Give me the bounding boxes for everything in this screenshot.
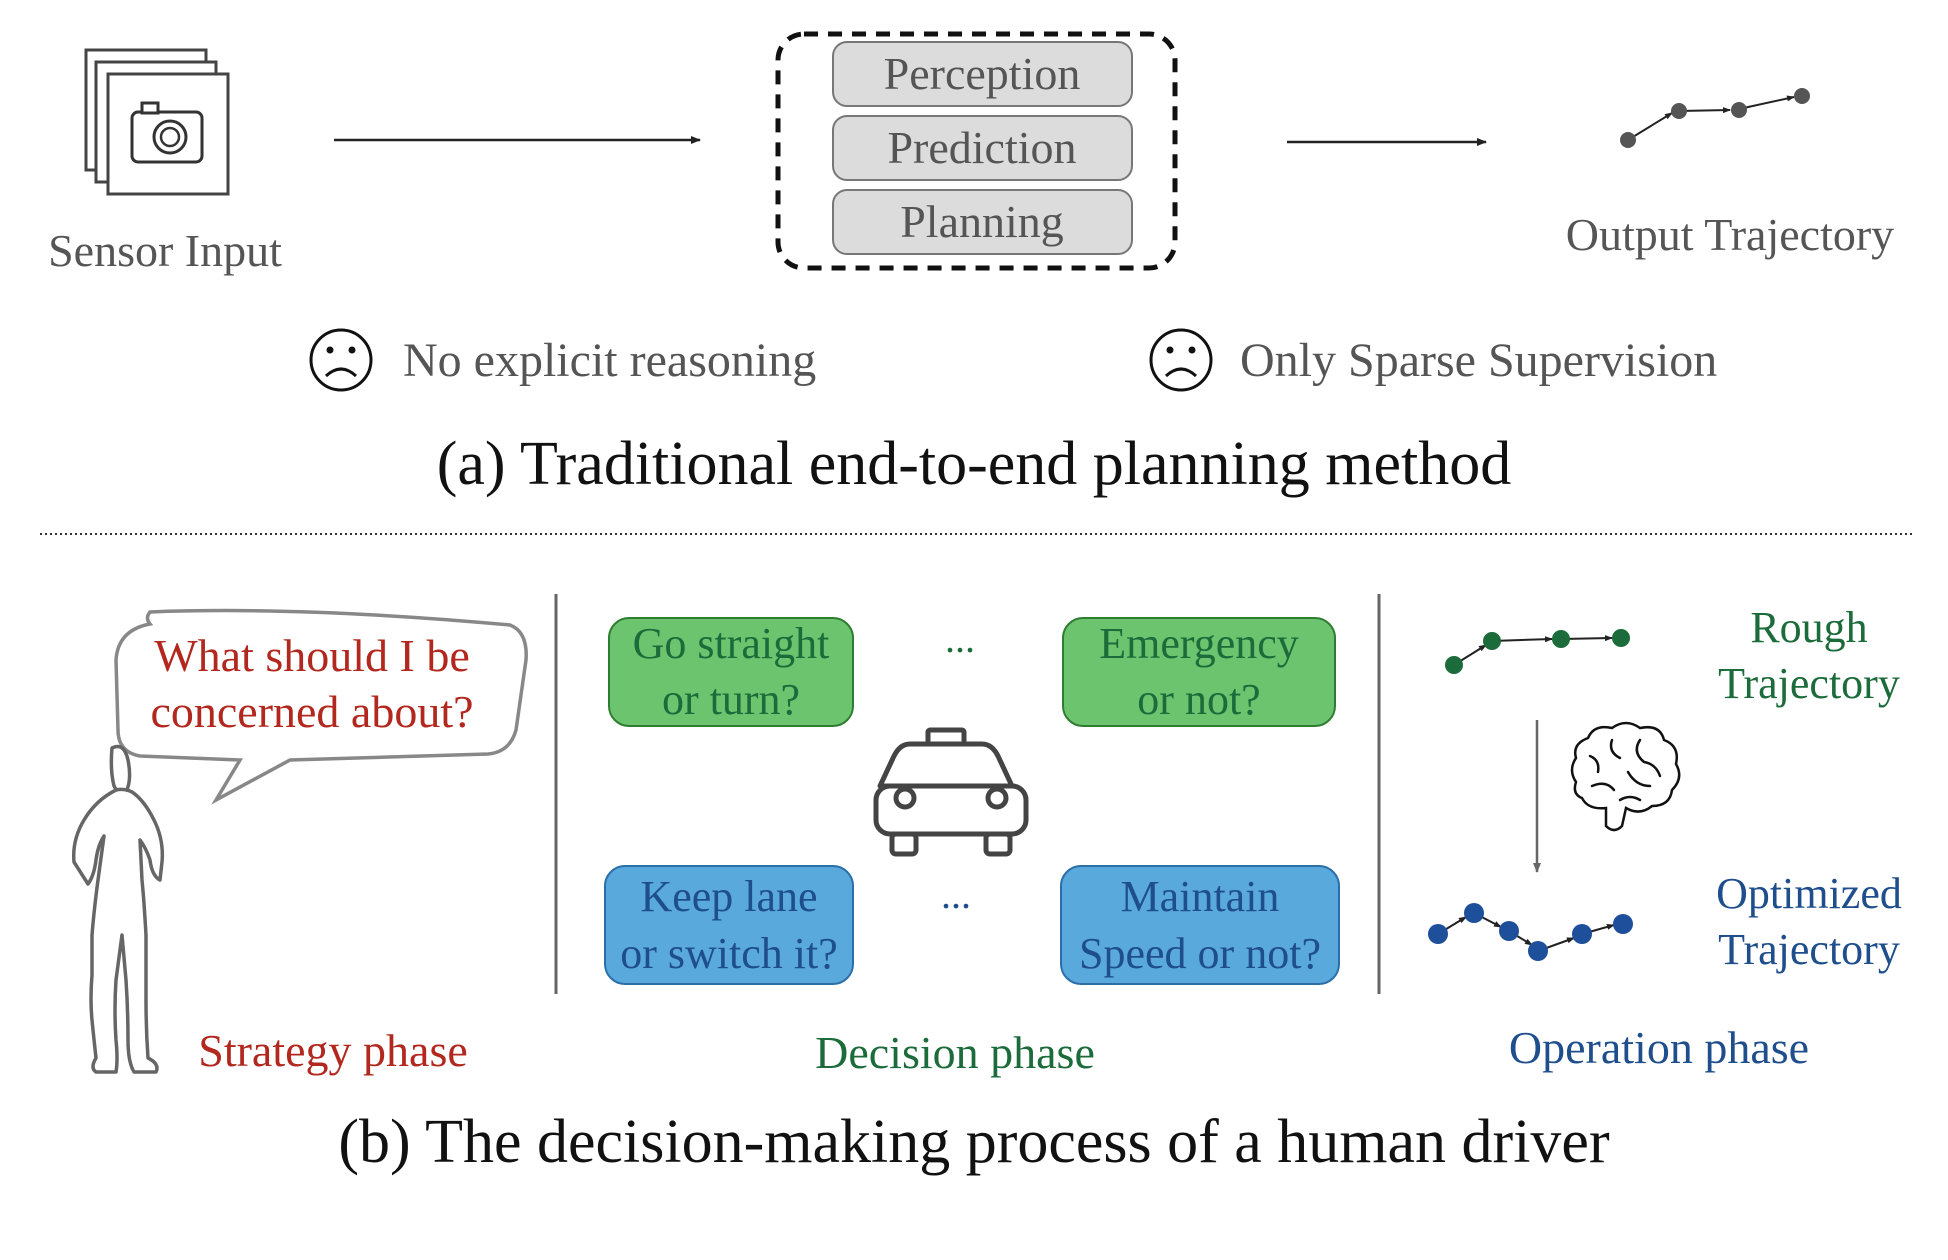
planning-label: Planning xyxy=(900,196,1064,247)
sad-face-icon xyxy=(1149,328,1213,392)
perception-module xyxy=(832,41,1133,107)
sensor-input-label: Sensor Input xyxy=(48,225,282,276)
decision-box-maintain-speed: Maintain Speed or not? xyxy=(1060,865,1340,985)
speech-line-2: concerned about? xyxy=(150,686,473,737)
decision-text-line: Emergency xyxy=(1099,619,1299,668)
operation-phase-label: Operation phase xyxy=(1509,1022,1809,1073)
decision-text-line: or turn? xyxy=(662,675,800,724)
decision-text-line: or switch it? xyxy=(620,929,838,978)
sad-face-icon xyxy=(309,328,373,392)
taxi-icon xyxy=(873,727,1029,857)
optimized-label-2: Trajectory xyxy=(1718,925,1900,974)
perception-label: Perception xyxy=(884,48,1081,99)
optimized-label-1: Optimized xyxy=(1716,869,1902,918)
decision-text-line: Speed or not? xyxy=(1079,929,1321,978)
rough-label-2: Trajectory xyxy=(1718,659,1900,708)
optimized-trajectory-icon xyxy=(1428,903,1633,961)
caption-b: (b) The decision-making process of a hum… xyxy=(338,1108,1610,1176)
output-trajectory-label: Output Trajectory xyxy=(1566,209,1894,260)
decision-text-line: or not? xyxy=(1137,675,1260,724)
ellipsis-blue: ... xyxy=(941,872,971,917)
trajectory-icon xyxy=(1620,88,1810,148)
decision-box-keep-lane: Keep lane or switch it? xyxy=(604,865,854,985)
caption-a: (a) Traditional end-to-end planning meth… xyxy=(437,430,1511,498)
issue-sparse-supervision: Only Sparse Supervision xyxy=(1240,334,1717,387)
brain-icon xyxy=(1570,721,1681,832)
rough-label-1: Rough xyxy=(1750,603,1867,652)
decision-text-line: Maintain xyxy=(1121,872,1280,921)
rough-trajectory-icon xyxy=(1445,629,1630,674)
issue-no-reasoning: No explicit reasoning xyxy=(403,334,816,387)
prediction-module xyxy=(832,115,1133,181)
ellipsis-green: ... xyxy=(945,616,975,661)
decision-text-line: Keep lane xyxy=(640,872,817,921)
decision-phase-label: Decision phase xyxy=(815,1027,1095,1078)
prediction-label: Prediction xyxy=(887,122,1076,173)
decision-box-emergency: Emergency or not? xyxy=(1062,617,1336,727)
speech-bubble-icon xyxy=(114,608,528,805)
camera-stack-icon xyxy=(84,48,230,196)
decision-text-line: Go straight xyxy=(633,619,830,668)
person-silhouette-icon xyxy=(71,744,165,1074)
planning-module xyxy=(832,189,1133,255)
model-modules-box: Perception Prediction Planning xyxy=(775,31,1178,271)
decision-box-straight-turn: Go straight or turn? xyxy=(608,617,854,727)
strategy-phase-label: Strategy phase xyxy=(198,1025,468,1076)
camera-icon xyxy=(130,101,204,164)
speech-line-1: What should I be xyxy=(154,630,470,681)
